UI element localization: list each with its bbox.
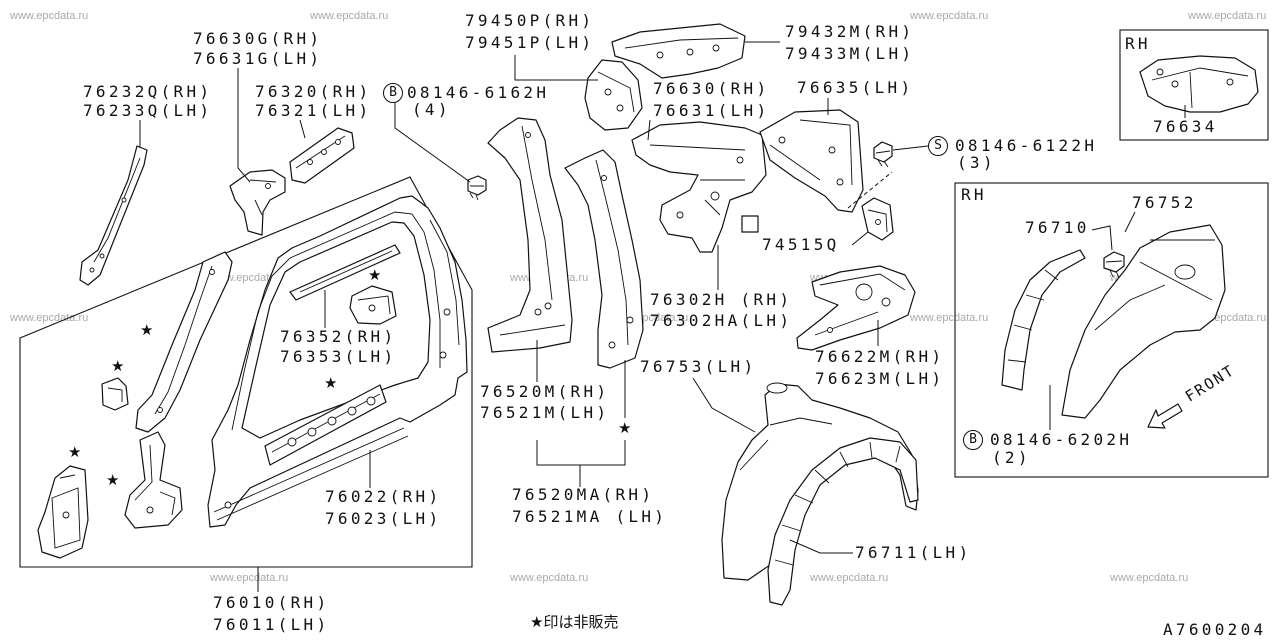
arch-76710[interactable] xyxy=(1001,249,1086,391)
inset-box-bottom xyxy=(954,182,1269,478)
bracket-76622m[interactable] xyxy=(796,265,916,351)
callout-76010-rh[interactable]: 76010(RH) xyxy=(213,593,330,612)
callout-76353-lh[interactable]: 76353(LH) xyxy=(280,347,397,366)
inset-bottom-side-tag: RH xyxy=(961,185,987,204)
callout-76233q-lh[interactable]: 76233Q(LH) xyxy=(83,101,213,120)
callout-76710[interactable]: 76710 xyxy=(1025,218,1090,237)
watermark: www.epcdata.ru xyxy=(510,572,589,584)
watermark: www.epcdata.ru xyxy=(10,10,89,22)
callout-08146-6122h[interactable]: 08146-6122H xyxy=(955,136,1098,155)
front-pillar[interactable] xyxy=(135,251,233,433)
callout-76011-lh[interactable]: 76011(LH) xyxy=(213,615,330,634)
watermark: www.epcdata.ru xyxy=(1188,10,1267,22)
front-pillar-bracket[interactable] xyxy=(101,377,129,411)
watermark: www.epcdata.ru xyxy=(10,312,89,324)
callout-76631-lh[interactable]: 76631(LH) xyxy=(653,101,770,120)
callout-08146-6162h[interactable]: 08146-6162H xyxy=(407,83,550,102)
callout-79450p-rh[interactable]: 79450P(RH) xyxy=(465,11,595,30)
callout-76631g-lh[interactable]: 76631G(LH) xyxy=(193,49,323,68)
callout-08146-6202h[interactable]: 08146-6202H xyxy=(990,430,1133,449)
main-group-frame xyxy=(19,176,473,568)
callout-76520m-rh[interactable]: 76520M(RH) xyxy=(480,382,610,401)
panel-76630[interactable] xyxy=(631,121,767,253)
bolt-quantity: (2) xyxy=(992,448,1031,467)
watermark: www.epcdata.ru xyxy=(810,572,889,584)
callout-76521ma-lh[interactable]: 76521MA (LH) xyxy=(512,507,668,526)
callout-76521m-lh[interactable]: 76521M(LH) xyxy=(480,403,610,422)
bolt-type-symbol: B xyxy=(963,430,983,450)
callout-76320-rh[interactable]: 76320(RH) xyxy=(255,82,372,101)
callout-76302h-rh[interactable]: 76302H (RH) xyxy=(650,290,793,309)
bolt-type-symbol: B xyxy=(383,83,403,103)
callout-74515q[interactable]: 74515Q xyxy=(762,235,840,254)
bolt-08146-6202h[interactable] xyxy=(1103,251,1125,279)
not-sold-star: ★ xyxy=(68,443,82,461)
clip-small[interactable] xyxy=(741,215,759,233)
not-sold-star: ★ xyxy=(111,357,125,375)
callout-76711-lh[interactable]: 76711(LH) xyxy=(855,543,972,562)
not-sold-star: ★ xyxy=(140,321,154,339)
lower-pillar-piece[interactable] xyxy=(37,465,89,559)
inset-top-side-tag: RH xyxy=(1125,34,1151,53)
callout-79433m-lh[interactable]: 79433M(LH) xyxy=(785,44,915,63)
side-outer-panel[interactable] xyxy=(207,195,468,528)
watermark: www.epcdata.ru xyxy=(310,10,389,22)
callout-76022-rh[interactable]: 76022(RH) xyxy=(325,487,442,506)
not-sold-star: ★ xyxy=(106,471,120,489)
callout-76023-lh[interactable]: 76023(LH) xyxy=(325,509,442,528)
not-sold-star: ★ xyxy=(324,374,338,392)
dashed-guide-line xyxy=(847,171,893,209)
bolt-08146-6162h[interactable] xyxy=(467,175,487,201)
front-arrow-icon xyxy=(1147,403,1183,429)
wheelhouse-inner-76711[interactable] xyxy=(767,437,919,606)
part-76634[interactable] xyxy=(1139,55,1259,113)
illustration-code: A7600204 xyxy=(1163,620,1267,639)
not-sold-star: ★ xyxy=(368,266,382,284)
callout-76232q-rh[interactable]: 76232Q(RH) xyxy=(83,82,213,101)
callout-76630-rh[interactable]: 76630(RH) xyxy=(653,79,770,98)
bracket-79450p[interactable] xyxy=(584,59,643,131)
roof-rail-strip[interactable] xyxy=(289,244,401,301)
bracket-76320[interactable] xyxy=(289,127,355,184)
callout-76752[interactable]: 76752 xyxy=(1132,193,1197,212)
bolt-quantity: (3) xyxy=(957,153,996,172)
screw-type-symbol: S xyxy=(928,136,948,156)
watermark: www.epcdata.ru xyxy=(1110,572,1189,584)
panel-76635[interactable] xyxy=(759,109,864,213)
watermark: www.epcdata.ru xyxy=(910,10,989,22)
not-sold-star: ★ xyxy=(618,419,632,437)
callout-76630g-rh[interactable]: 76630G(RH) xyxy=(193,29,323,48)
watermark: www.epcdata.ru xyxy=(210,572,289,584)
callout-76622m-rh[interactable]: 76622M(RH) xyxy=(815,347,945,366)
rear-bracket-small[interactable] xyxy=(349,285,397,325)
callout-76520ma-rh[interactable]: 76520MA(RH) xyxy=(512,485,655,504)
callout-76321-lh[interactable]: 76321(LH) xyxy=(255,101,372,120)
watermark: www.epcdata.ru xyxy=(910,312,989,324)
callout-76352-rh[interactable]: 76352(RH) xyxy=(280,327,397,346)
callout-76753-lh[interactable]: 76753(LH) xyxy=(640,357,757,376)
reinforcement-79432m[interactable] xyxy=(611,23,746,79)
front-pillar-strip[interactable] xyxy=(79,145,148,286)
callout-76634[interactable]: 76634 xyxy=(1153,117,1218,136)
leader-lines xyxy=(139,41,1186,592)
callout-79451p-lh[interactable]: 79451P(LH) xyxy=(465,33,595,52)
not-sold-legend: ★印は非販売 xyxy=(530,613,619,631)
bolt-08146-6122h[interactable] xyxy=(873,141,893,168)
callout-79432m-rh[interactable]: 79432M(RH) xyxy=(785,22,915,41)
pillar-76520m[interactable] xyxy=(487,117,573,353)
callout-76302ha-lh[interactable]: 76302HA(LH) xyxy=(650,311,793,330)
inset-box-top xyxy=(1119,29,1269,141)
callout-76635-lh[interactable]: 76635(LH) xyxy=(797,78,914,97)
center-pillar-lower-piece[interactable] xyxy=(124,431,183,529)
pillar-76520ma[interactable] xyxy=(564,149,644,369)
wheelhouse-76752[interactable] xyxy=(1061,224,1226,419)
bracket-76630g[interactable] xyxy=(229,169,286,236)
bolt-quantity: (4) xyxy=(412,100,451,119)
callout-76623m-lh[interactable]: 76623M(LH) xyxy=(815,369,945,388)
